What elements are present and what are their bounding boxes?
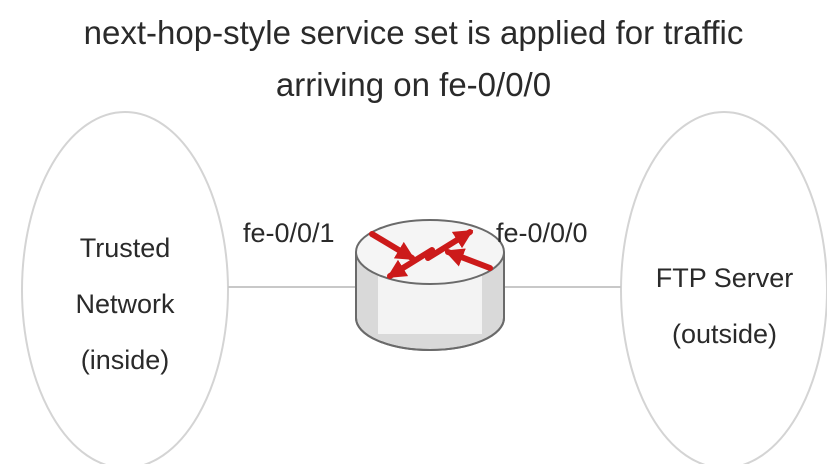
ftp-server-line-1: FTP Server	[655, 263, 794, 293]
title-line-2: arriving on fe-0/0/0	[275, 66, 552, 103]
title-line-1: next-hop-style service set is applied fo…	[83, 14, 744, 51]
trusted-network-line-2: Network	[75, 289, 175, 319]
trusted-network-line-1: Trusted	[79, 233, 171, 263]
router-icon	[355, 219, 505, 351]
ftp-server-line-2: (outside)	[671, 319, 778, 349]
interface-label-left: fe-0/0/1	[243, 218, 335, 248]
ftp-server-label: FTP Server (outside)	[622, 250, 827, 362]
trusted-network-label: Trusted Network (inside)	[45, 220, 205, 388]
trusted-network-line-3: (inside)	[80, 345, 170, 375]
ftp-server-ellipse	[620, 111, 827, 464]
interface-label-right: fe-0/0/0	[496, 218, 588, 248]
trusted-network-ellipse	[21, 111, 229, 464]
